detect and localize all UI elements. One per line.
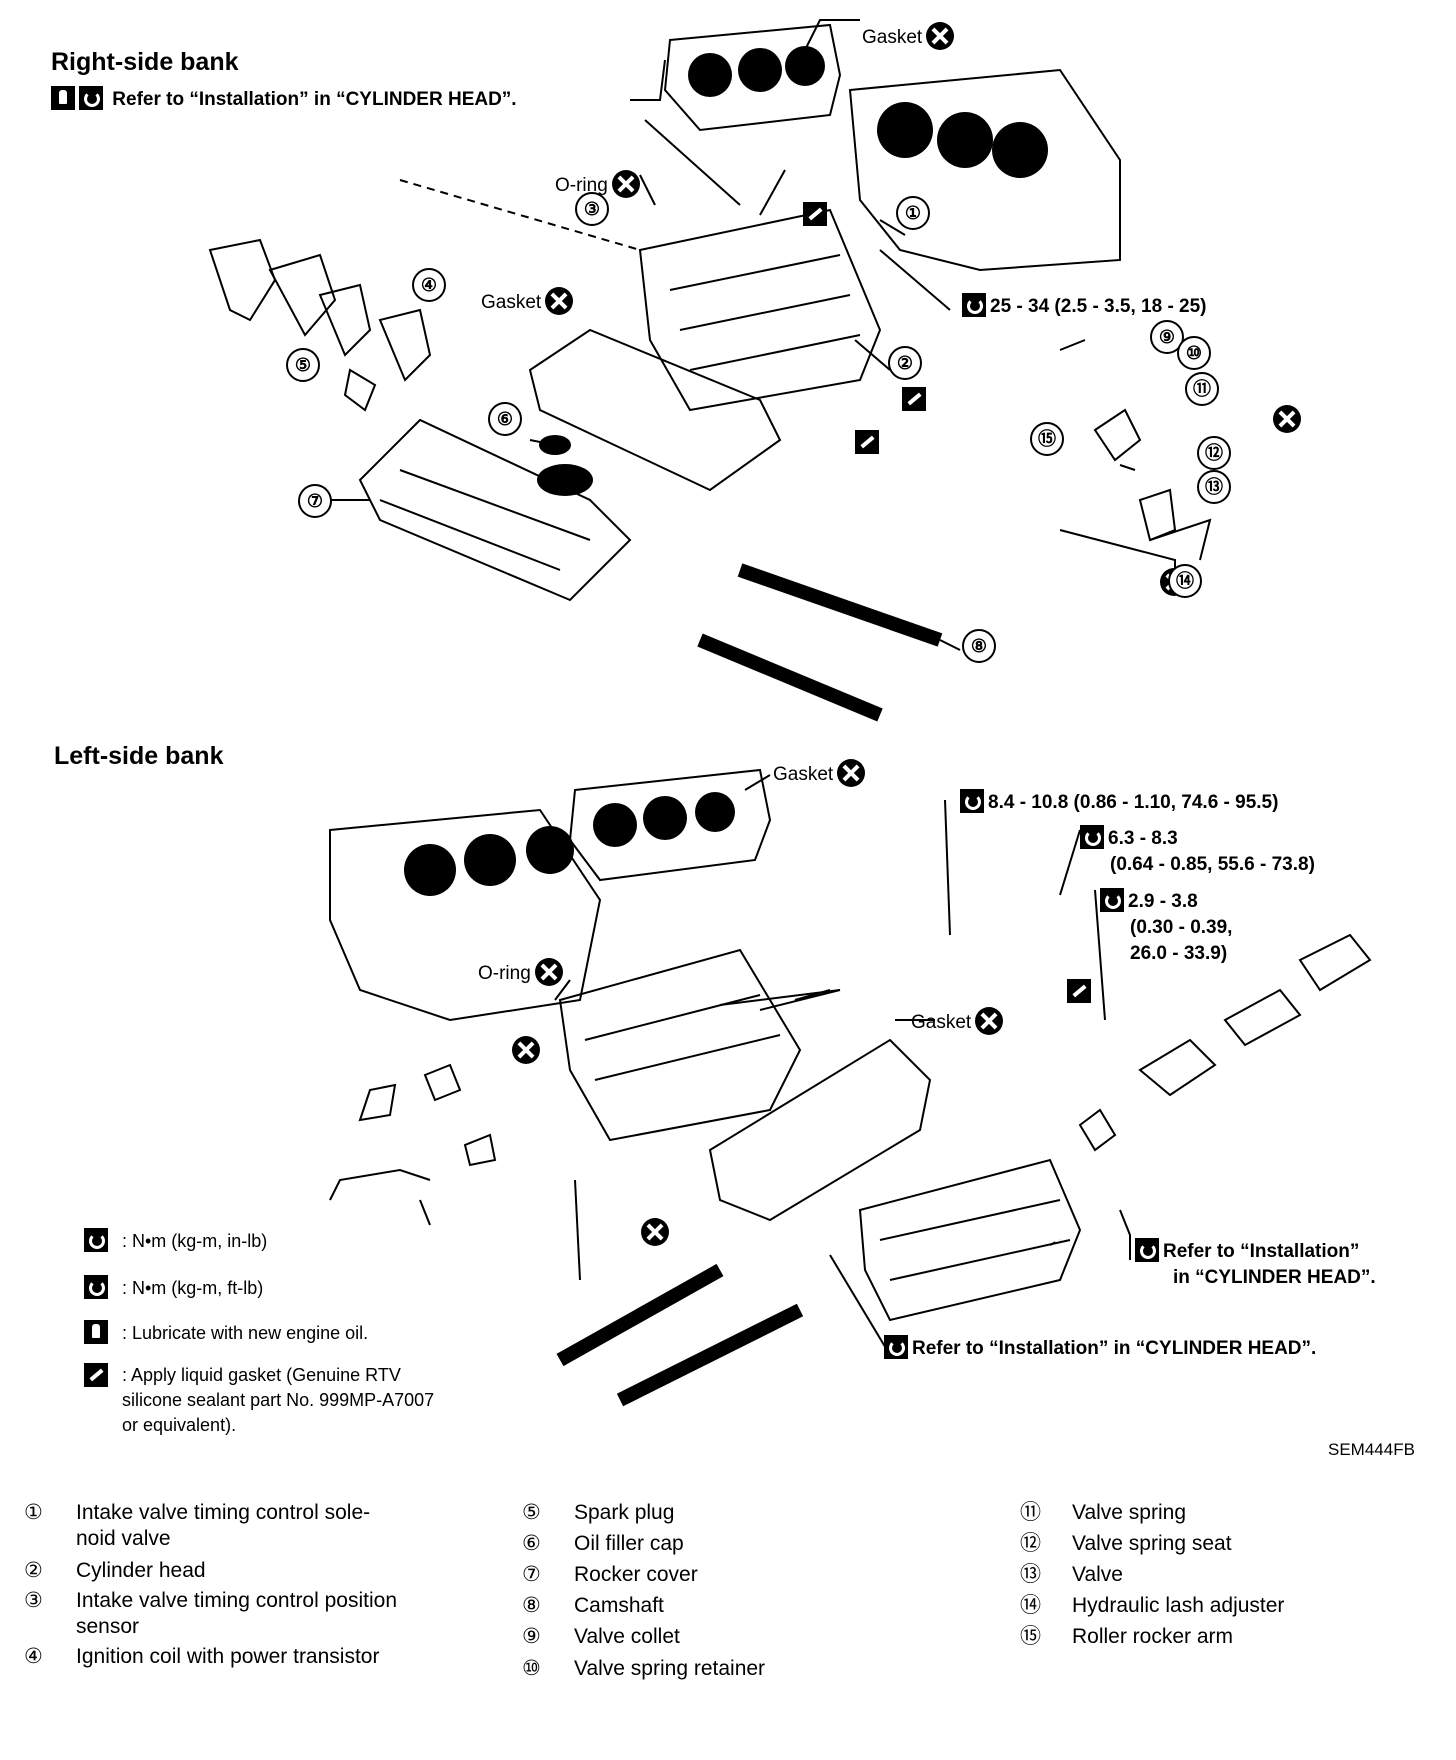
liquid-gasket-symbol [902, 387, 927, 411]
left-torque-1: 8.4 - 10.8 (0.86 - 1.10, 74.6 - 95.5) [960, 789, 1278, 814]
torque-ftlb-symbol [79, 86, 103, 110]
rocker-cover-right [358, 418, 632, 602]
torque-ftlb-symbol [1135, 1238, 1159, 1262]
spark-plug-right [343, 368, 377, 412]
torque-inlb-symbol [960, 789, 984, 813]
install-note-text: Refer to “Installation” in “CYLINDER HEA… [112, 89, 517, 110]
replace-symbol [534, 958, 563, 986]
ignition-coil-right [378, 308, 432, 382]
left-gasket-cover-label: Gasket [911, 1007, 1004, 1035]
replace-symbol [611, 170, 640, 198]
rocker-cover-left [858, 1158, 1082, 1322]
callout-2-right: ② [888, 346, 922, 380]
spark-plug-left [1078, 1108, 1117, 1152]
rocker-cover-gasket-left [708, 1038, 932, 1222]
ignition-coil-left [1298, 933, 1372, 992]
callout-5-right: ⑤ [286, 348, 320, 382]
replace-symbol [926, 22, 955, 50]
liquid-gasket-symbol [854, 430, 879, 454]
exploded-view-drawing [208, 19, 1372, 1407]
left-oring-label: O-ring [478, 958, 563, 986]
callout-10: ⑩ [1177, 336, 1211, 370]
valve-left [329, 1168, 431, 1201]
callout-9: ⑨ [1150, 320, 1184, 354]
replace-symbol [975, 1007, 1004, 1035]
head-gasket-right [663, 23, 842, 132]
camshaft-right-1 [737, 563, 943, 647]
callout-6-right: ⑥ [488, 402, 522, 436]
torque-ftlb-symbol [884, 1335, 908, 1359]
cylinder-head-right [638, 208, 882, 412]
right-bank-install-note: Refer to “Installation” in “CYLINDER HEA… [51, 86, 517, 111]
right-solenoid-torque: 25 - 34 (2.5 - 3.5, 18 - 25) [962, 293, 1207, 318]
torque-inlb-symbol [1080, 825, 1104, 849]
head-gasket-left [568, 768, 772, 882]
callout-11: ⑪ [1185, 372, 1219, 406]
replace-symbol [641, 1218, 670, 1246]
legend-torque-inlb: : N•m (kg-m, in-lb) [84, 1228, 267, 1252]
callout-13: ⑬ [1197, 470, 1231, 504]
cylinder-block-left [329, 808, 602, 1022]
callout-15: ⑮ [1030, 422, 1064, 456]
camshaft-right-2 [697, 633, 883, 722]
right-gasket-cover-label: Gasket [481, 287, 574, 315]
legend-lubricate: : Lubricate with new engine oil. [84, 1320, 368, 1344]
callout-1-right: ① [896, 196, 930, 230]
legend-liquid-gasket: : Apply liquid gasket (Genuine RTV silic… [84, 1363, 442, 1438]
left-torque-2: 6.3 - 8.3 (0.64 - 0.85, 55.6 - 73.8) [1080, 825, 1400, 878]
right-gasket-top-label: Gasket [862, 22, 955, 50]
torque-ftlb-symbol [84, 1275, 108, 1299]
replace-symbol [511, 1036, 540, 1064]
camshaft-left-2 [616, 1303, 804, 1407]
lubricate-symbol [51, 86, 75, 110]
liquid-gasket-symbol [803, 202, 827, 226]
replace-symbol [1273, 405, 1302, 433]
left-gasket-top-label: Gasket [773, 759, 866, 787]
liquid-gasket-symbol [1067, 979, 1092, 1003]
callout-3-right: ③ [575, 192, 609, 226]
rocker-cover-gasket-right [528, 328, 782, 492]
cylinder-block-right [848, 68, 1121, 272]
replace-symbol [545, 287, 574, 315]
callout-7-right: ⑦ [298, 484, 332, 518]
figure-reference-code: SEM444FB [1328, 1440, 1415, 1459]
callout-12: ⑫ [1197, 436, 1231, 470]
cylinder-head-left [558, 948, 802, 1142]
liquid-gasket-symbol [84, 1363, 108, 1387]
lubricate-symbol [84, 1320, 108, 1344]
torque-ftlb-symbol [962, 293, 986, 317]
camshaft-left-1 [556, 1263, 724, 1367]
legend-torque-ftlb: : N•m (kg-m, ft-lb) [84, 1275, 263, 1299]
torque-inlb-symbol [1100, 888, 1124, 912]
left-torque-3: 2.9 - 3.8 (0.30 - 0.39, 26.0 - 33.9) [1100, 888, 1340, 967]
right-bank-title: Right-side bank [51, 48, 239, 76]
right-oring-label: O-ring [555, 170, 640, 198]
left-bank-title: Left-side bank [54, 742, 224, 770]
torque-inlb-symbol [84, 1228, 108, 1252]
callout-14: ⑭ [1168, 564, 1202, 598]
callout-8-right: ⑧ [962, 629, 996, 663]
replace-symbol [837, 759, 866, 787]
callout-4-right: ④ [412, 268, 446, 302]
left-bottom-install-note: Refer to “Installation” in “CYLINDER HEA… [884, 1335, 1316, 1360]
left-cover-install-note: Refer to “Installation” in “CYLINDER HEA… [1135, 1238, 1435, 1291]
